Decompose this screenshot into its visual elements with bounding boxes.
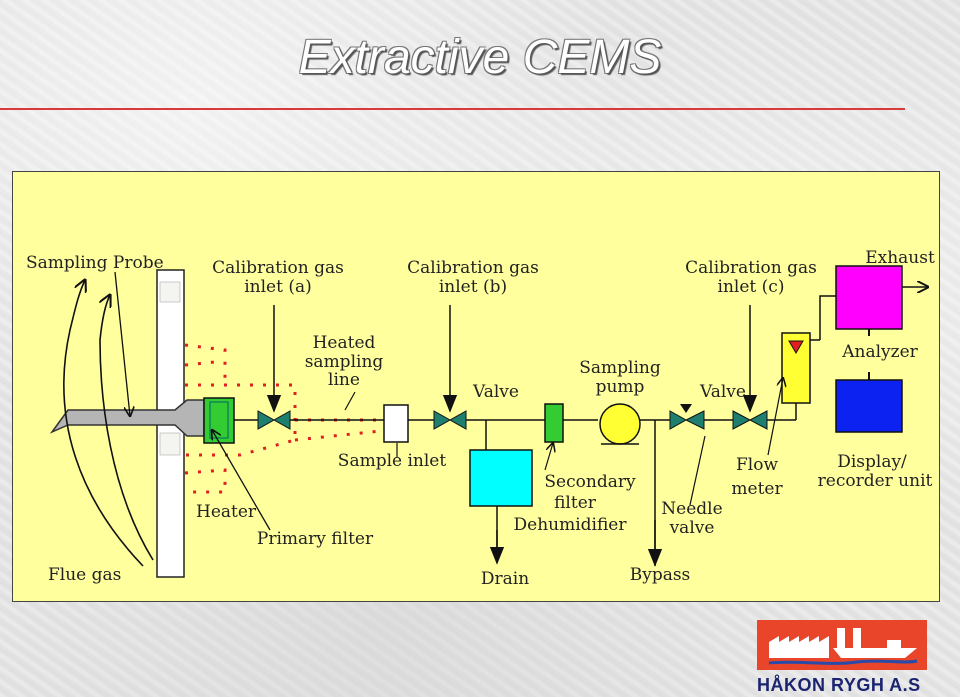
- label-secondary-1: Secondary: [544, 472, 636, 492]
- label-cal-c-2: inlet (c): [718, 277, 785, 297]
- label-valve-2: Valve: [699, 382, 746, 402]
- label-dehumidifier: Dehumidifier: [514, 515, 628, 535]
- label-heated-2: sampling: [305, 352, 384, 372]
- title-underline: [0, 108, 905, 110]
- primary-filter-pointer: [212, 430, 271, 531]
- flow-to-analyzer: [819, 295, 836, 340]
- secondary-filter-box: [544, 403, 564, 443]
- label-pump-1: Sampling: [579, 358, 661, 378]
- factory-icon: [768, 628, 918, 665]
- label-cal-a-2: inlet (a): [244, 277, 312, 297]
- label-needle-2: valve: [669, 518, 715, 538]
- needle-valve-pointer: [689, 435, 706, 506]
- label-sampling-probe: Sampling Probe: [26, 253, 164, 273]
- analyzer-box: [835, 265, 903, 330]
- company-logo: [757, 620, 927, 670]
- heated-line-pointer: [344, 391, 356, 411]
- dehumidifier-box: [469, 449, 533, 507]
- label-flow-2: meter: [731, 479, 783, 499]
- stack-texture-bottom: [159, 432, 181, 456]
- label-sample-inlet: Sample inlet: [338, 451, 447, 471]
- label-drain: Drain: [481, 569, 529, 589]
- heater-box: [203, 397, 235, 444]
- sampling-pump: [599, 403, 641, 445]
- display-box: [835, 379, 903, 433]
- sampling-probe: [49, 399, 205, 437]
- flow-meter-pointer: [767, 378, 783, 456]
- secondary-filter-pointer: [544, 443, 553, 471]
- sample-inlet-box: [383, 404, 409, 443]
- flue-gas-curves: [63, 280, 154, 567]
- label-needle-1: Needle: [661, 499, 722, 519]
- label-flow-1: Flow: [736, 455, 778, 475]
- label-secondary-2: filter: [554, 493, 597, 513]
- valve-cal-a[interactable]: [257, 305, 291, 430]
- label-cal-c-1: Calibration gas: [685, 258, 817, 278]
- label-cal-b-2: inlet (b): [439, 277, 507, 297]
- label-exhaust: Exhaust: [865, 248, 935, 268]
- valve-cal-b[interactable]: [433, 305, 467, 430]
- label-heater: Heater: [196, 502, 257, 522]
- label-display-2: recorder unit: [818, 471, 933, 491]
- probe-pointer: [114, 271, 130, 416]
- valve-cal-c[interactable]: [732, 305, 768, 430]
- logo-caption: HÅKON RYGH A.S: [757, 675, 921, 695]
- label-heated-1: Heated: [313, 333, 376, 353]
- stack-texture-top: [159, 281, 181, 303]
- label-valve-1: Valve: [472, 382, 519, 402]
- label-pump-2: pump: [596, 377, 645, 397]
- label-primary-filter: Primary filter: [257, 529, 374, 549]
- label-analyzer: Analyzer: [841, 342, 918, 362]
- label-cal-b-1: Calibration gas: [407, 258, 539, 278]
- label-bypass: Bypass: [630, 565, 691, 585]
- label-cal-a-1: Calibration gas: [212, 258, 344, 278]
- label-heated-3: line: [328, 370, 360, 390]
- needle-valve[interactable]: [669, 404, 705, 430]
- slide-title: Extractive CEMS: [298, 31, 662, 84]
- flow-meter: [781, 332, 811, 404]
- label-display-1: Display/: [837, 452, 907, 472]
- label-flue-gas: Flue gas: [48, 565, 121, 585]
